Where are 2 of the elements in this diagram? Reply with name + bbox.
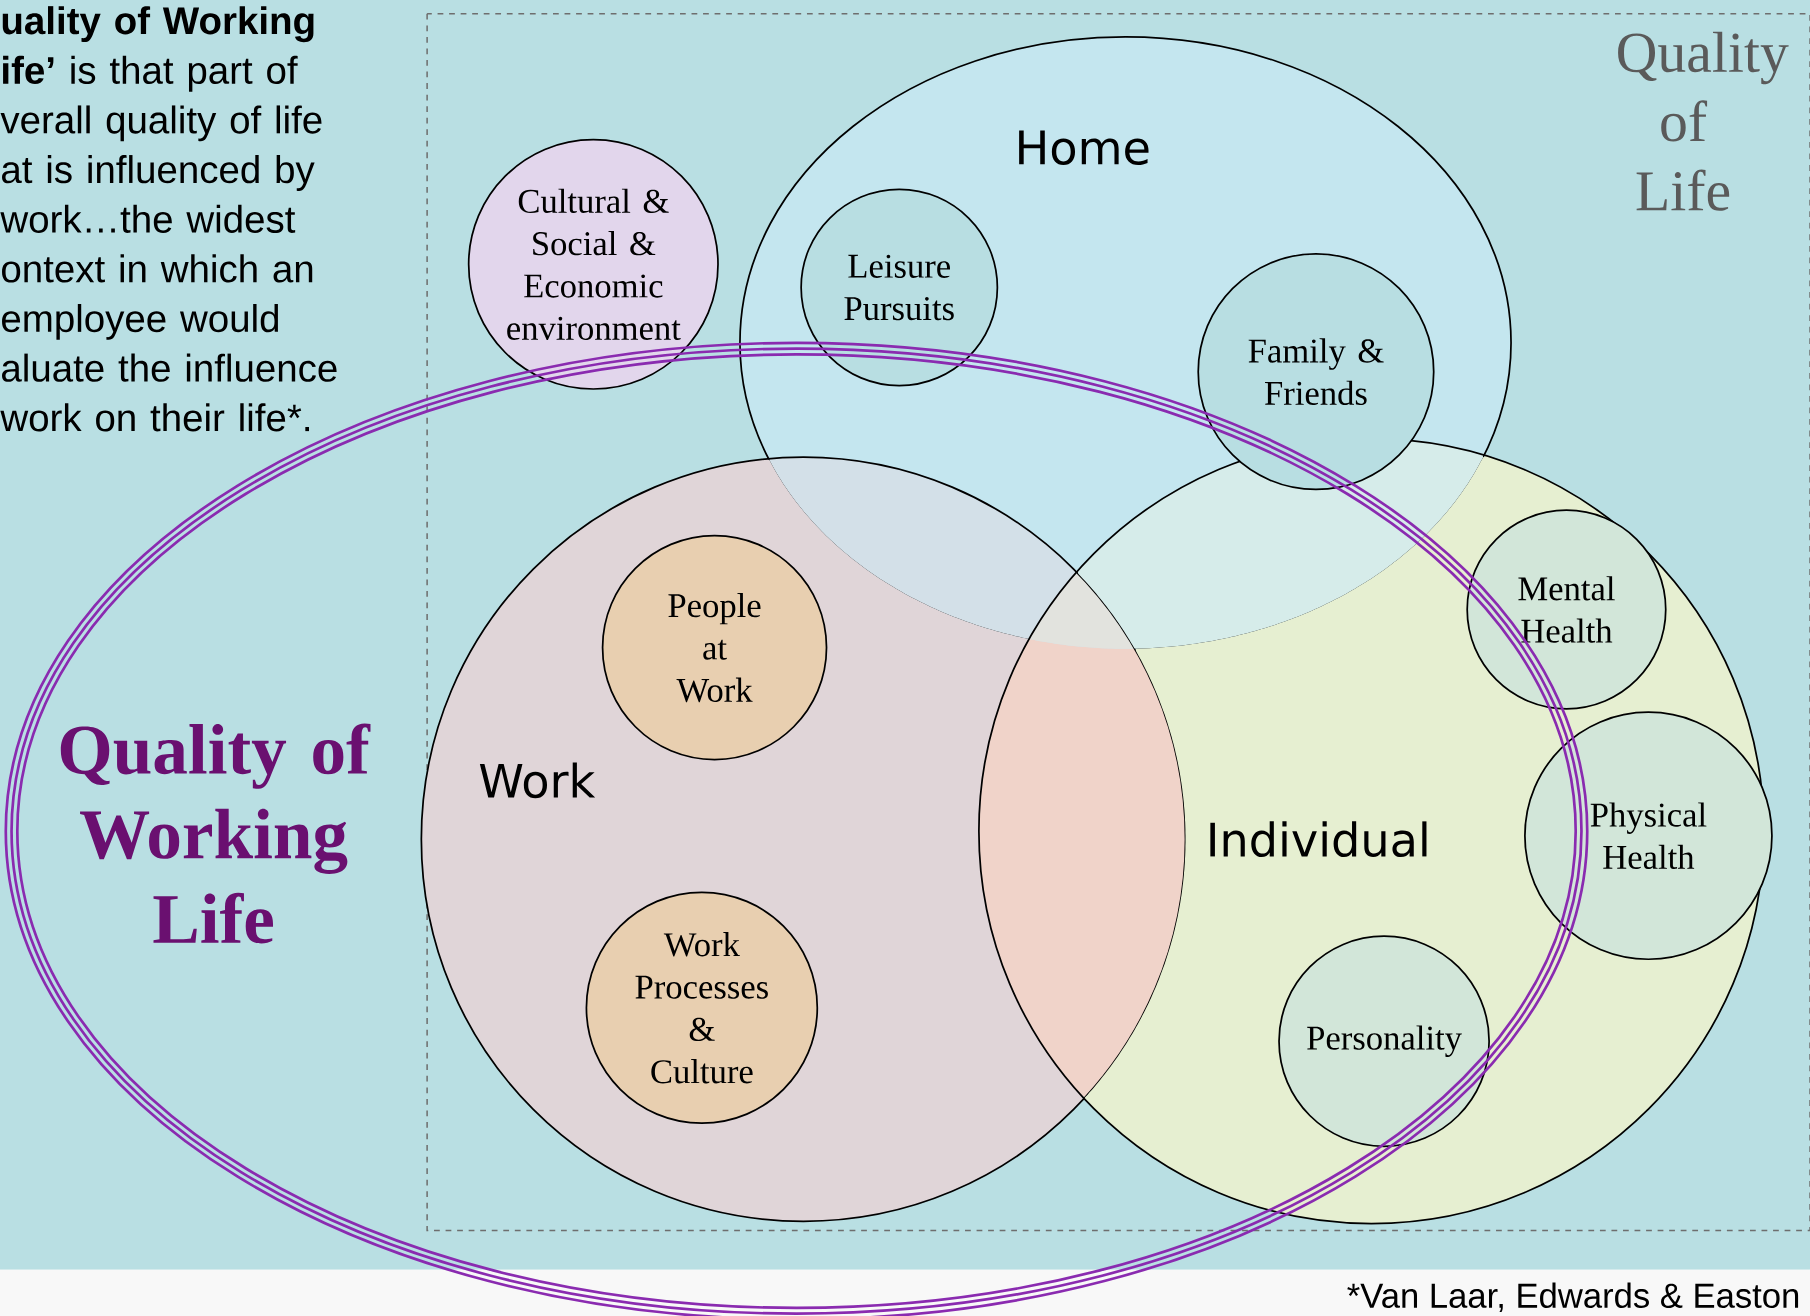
definition-text: uality of Working ife’ is that part of verall quality of life at is influenced by work…the widest ontext in which an employee would aluate the influence work on their life*. xyxy=(0,6,337,432)
citation-text: *Van Laar, Edwards & Easton xyxy=(1347,1282,1799,1313)
